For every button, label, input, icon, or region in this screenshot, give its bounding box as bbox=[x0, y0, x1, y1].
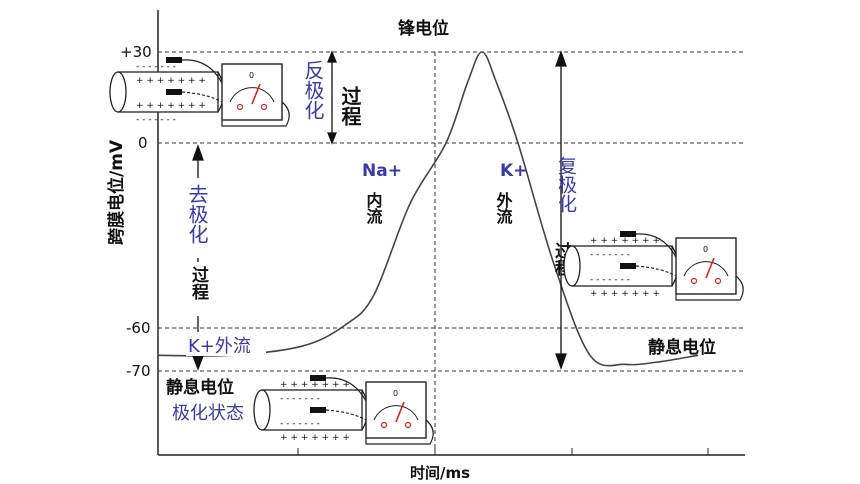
galvanometer-zero: 0 bbox=[249, 71, 254, 80]
inner-electrode bbox=[310, 407, 326, 413]
outer-charge-top: + + + + + + + bbox=[280, 380, 350, 390]
inner-charge-bottom: + + + + + + + bbox=[136, 101, 206, 111]
resting-potential-left-label: 静息电位 bbox=[166, 377, 234, 398]
nerve-fiber-end bbox=[109, 71, 127, 113]
galvanometer-zero: 0 bbox=[703, 245, 708, 254]
y-tick-plus30: +30 bbox=[120, 43, 152, 61]
depolarization-process-bg bbox=[182, 262, 214, 316]
depolarization-label-bg bbox=[178, 178, 218, 258]
terminal-left bbox=[690, 277, 698, 285]
terminal-right bbox=[404, 421, 412, 429]
terminal-right bbox=[260, 103, 268, 111]
galvanometer-needle bbox=[395, 401, 405, 423]
k-outflow-bg bbox=[186, 332, 266, 356]
y-axis-label: 跨膜电位/mV bbox=[106, 139, 127, 245]
resting-potential-right-label: 静息电位 bbox=[648, 337, 716, 358]
x-axis-label: 时间/ms bbox=[410, 464, 470, 482]
galvanometer-case bbox=[221, 63, 283, 121]
polarized-state-label: 极化状态 bbox=[172, 403, 244, 424]
galvanometer-needle bbox=[705, 257, 715, 279]
galvanometer-base bbox=[675, 275, 744, 301]
inner-charge-top: + + + + + + + bbox=[136, 76, 206, 86]
inner-electrode bbox=[620, 263, 636, 269]
nerve-fiber-apparatus-resting: + + + + + + + - - - - - - - - - - - - - - +… bbox=[253, 375, 434, 445]
peak-potential-label: 锋电位 bbox=[398, 18, 449, 39]
y-tick-minus60: -60 bbox=[126, 319, 151, 337]
outer-charge-bottom: - - - - - - - bbox=[136, 115, 176, 125]
inner-electrode bbox=[166, 89, 182, 95]
nerve-fiber-apparatus-reverse: - - - - - - - + + + + + + + + + + + + + + -… bbox=[109, 57, 290, 127]
galvanometer-zero: 0 bbox=[393, 389, 398, 398]
reverse-process-label: 过程 bbox=[338, 86, 362, 126]
action-potential-curve bbox=[157, 51, 699, 367]
depolarization-process-label: 过程 bbox=[188, 266, 209, 300]
galvanometer-case bbox=[675, 237, 737, 295]
k-outflow-label: K+外流 bbox=[188, 336, 251, 357]
repolarization-arrow bbox=[555, 50, 567, 370]
outer-charge-bottom: + + + + + + + bbox=[590, 289, 660, 299]
k-ion-label: K+ bbox=[500, 161, 527, 181]
na-ion-label: Na+ bbox=[362, 161, 402, 181]
depolarization-label: 去极化 bbox=[185, 184, 209, 244]
galvanometer-case bbox=[365, 381, 427, 439]
outer-charge-top: + + + + + + + bbox=[590, 236, 660, 246]
outer-charge-bottom: + + + + + + + bbox=[280, 433, 350, 443]
inner-charge-top: - - - - - - - bbox=[590, 250, 630, 260]
x-axis-ticks bbox=[297, 448, 709, 455]
outer-electrode bbox=[620, 231, 636, 237]
outer-charge-top: - - - - - - - bbox=[136, 62, 176, 72]
nerve-fiber-end bbox=[253, 389, 271, 431]
na-flow-label: 内流 bbox=[364, 191, 383, 225]
galvanometer-base bbox=[221, 101, 290, 127]
galvanometer-scale bbox=[683, 261, 729, 277]
reverse-polarization-label: 反极化 bbox=[301, 60, 325, 120]
galvanometer-scale bbox=[373, 405, 419, 421]
outer-electrode bbox=[166, 57, 182, 63]
terminal-right bbox=[714, 277, 722, 285]
reverse-bracket bbox=[327, 50, 337, 145]
galvanometer-scale bbox=[229, 87, 275, 103]
repolarization-label: 复极化 bbox=[555, 156, 577, 213]
nerve-fiber-apparatus-repolarization: + + + + + + + - - - - - - - - - - - - - - +… bbox=[563, 231, 744, 301]
terminal-left bbox=[236, 103, 244, 111]
k-flow-label: 外流 bbox=[494, 191, 514, 225]
inner-charge-top: - - - - - - - bbox=[280, 394, 320, 404]
inner-charge-bottom: - - - - - - - bbox=[590, 275, 630, 285]
y-tick-minus70: -70 bbox=[126, 362, 151, 380]
terminal-left bbox=[380, 421, 388, 429]
inner-charge-bottom: - - - - - - - bbox=[280, 419, 320, 429]
y-tick-zero: 0 bbox=[138, 134, 148, 152]
galvanometer-needle bbox=[251, 83, 261, 105]
nerve-fiber-end bbox=[563, 245, 581, 287]
galvanometer-base bbox=[365, 419, 434, 445]
outer-electrode bbox=[310, 375, 326, 381]
